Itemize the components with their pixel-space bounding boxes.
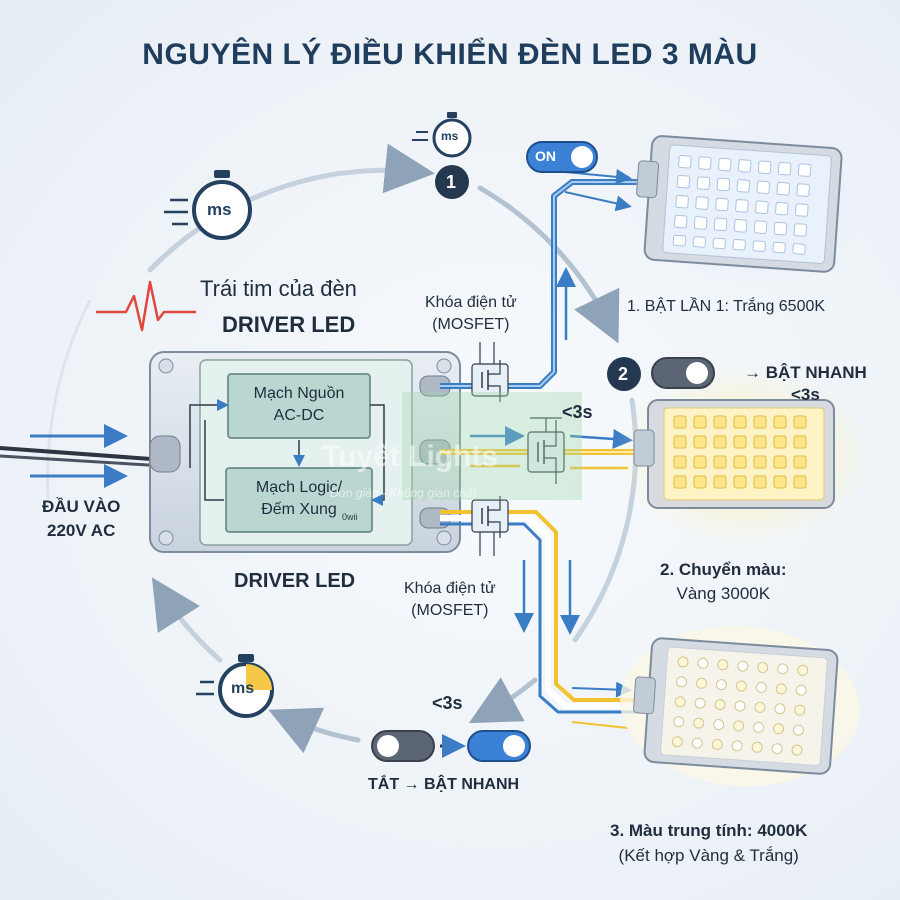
- step-3-line2: (Kết hợp Vàng & Trắng): [618, 846, 799, 865]
- step-2-line2: Vàng 3000K: [676, 584, 771, 603]
- toggle-on-bottom: [467, 730, 531, 762]
- step-1-label: 1. BẬT LẦN 1: Trắng 6500K: [627, 298, 826, 315]
- stopwatch-icon-left: [164, 170, 252, 240]
- heartbeat-icon: [96, 280, 196, 332]
- step-1-number: 1: [446, 172, 457, 192]
- mosfet-top-line2: (MOSFET): [432, 316, 510, 333]
- power-module-line1: Mạch Nguồn: [253, 385, 345, 402]
- quick-on-label: → BẬT NHANH <3s: [744, 362, 867, 406]
- toggle-on-top: [526, 141, 598, 173]
- watermark-text: Tuyết Lights: [322, 440, 499, 473]
- stopwatch-icon-bottom: [196, 654, 274, 718]
- watermark-subtext: Đơn giản - Không gian chất: [330, 486, 477, 500]
- threshold-label-bottom: <3s: [432, 693, 463, 713]
- step-2-badge: [607, 357, 641, 391]
- power-module-label: Mạch Nguồn AC-DC: [228, 383, 370, 427]
- input-label: ĐẦU VÀO 220V AC: [42, 495, 120, 543]
- step-2-number: 2: [618, 364, 629, 384]
- heart-label: Trái tim của đèn: [200, 276, 357, 301]
- mosfet-mid-icon: [527, 417, 565, 484]
- off-on-label: TẮT → BẬT NHANH: [368, 776, 520, 793]
- led-panel-warm: [614, 366, 874, 546]
- step-1-badge: [435, 165, 469, 199]
- blue-wire-top: [440, 168, 640, 389]
- step-3-label: 3. Màu trung tính: 4000K (Kết hợp Vàng &…: [610, 818, 807, 868]
- mosfet-bottom-label: Khóa điện tử (MOSFET): [404, 578, 496, 622]
- timer-label-bottom: ms: [231, 680, 255, 697]
- on-badge-label: ON: [535, 148, 556, 164]
- input-cable: [0, 424, 166, 488]
- driver-box: [149, 351, 461, 553]
- driver-label-top: DRIVER LED: [222, 312, 356, 337]
- mosfet-top-line1: Khóa điện tử: [425, 294, 517, 311]
- mosfet-top-icon: [471, 342, 509, 402]
- led-panel-cool: [624, 124, 864, 286]
- toggle-off-quick: [651, 357, 715, 389]
- mosfet-top-label: Khóa điện tử (MOSFET): [425, 292, 517, 336]
- logic-module-line1: Mạch Logic/: [255, 479, 343, 496]
- step-2-line1: 2. Chuyển màu:: [660, 560, 787, 579]
- step-2-label: 2. Chuyển màu: Vàng 3000K: [660, 558, 787, 606]
- stopwatch-icon-top-small: [412, 112, 472, 158]
- watermark-plate: [402, 392, 582, 500]
- page-title: NGUYÊN LÝ ĐIỀU KHIỂN ĐÈN LED 3 MÀU: [142, 38, 758, 71]
- led-panel-neutral: [620, 625, 860, 787]
- input-label-line2: 220V AC: [47, 521, 116, 540]
- step-3-line1: 3. Màu trung tính: 4000K: [610, 821, 808, 840]
- mosfet-bottom-icon: [471, 496, 509, 556]
- timer-label-top: ms: [441, 129, 459, 143]
- mixed-wire-bottom: [440, 510, 640, 729]
- power-module-line2: AC-DC: [273, 407, 325, 424]
- mosfet-bottom-line1: Khóa điện tử: [404, 580, 496, 597]
- quick-on-line1: → BẬT NHANH: [744, 363, 867, 382]
- quick-on-line2: <3s: [790, 385, 820, 404]
- logic-module-line2: Đếm Xung: [261, 501, 337, 518]
- logic-module-small: 0wii: [342, 512, 358, 522]
- toggle-off-bottom: [371, 730, 435, 762]
- input-label-line1: ĐẦU VÀO: [42, 497, 121, 516]
- logic-module-label: Mạch Logic/ Đếm Xung: [226, 477, 372, 521]
- threshold-label-mid: <3s: [562, 402, 593, 422]
- timer-label-left: ms: [207, 200, 232, 219]
- mosfet-bottom-line2: (MOSFET): [411, 602, 489, 619]
- driver-label-bottom: DRIVER LED: [234, 570, 356, 592]
